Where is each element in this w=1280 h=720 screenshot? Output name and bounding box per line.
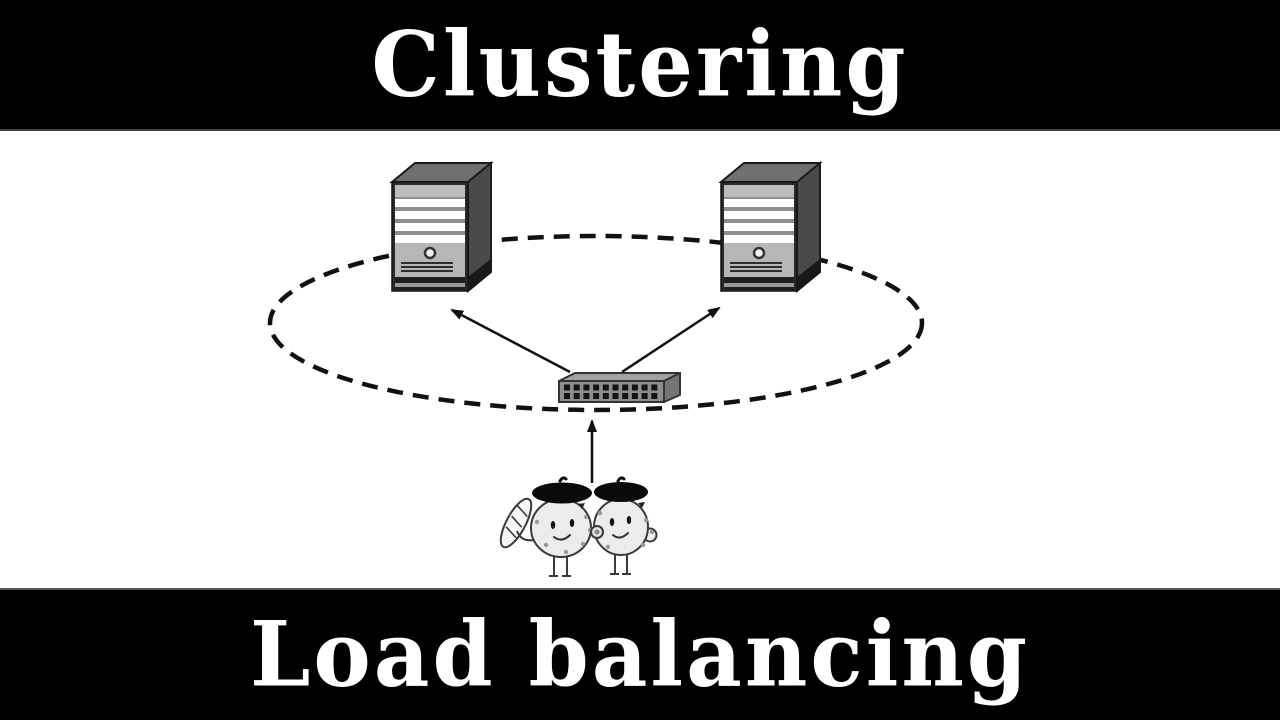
title-load-balancing: Load balancing <box>249 601 1031 708</box>
power-button-icon <box>423 246 437 260</box>
baguette-icon <box>499 497 533 549</box>
smile <box>612 532 629 539</box>
title-clustering: Clustering <box>371 10 909 117</box>
top-banner: Clustering <box>0 0 1280 131</box>
bottom-banner: Load balancing <box>0 588 1280 720</box>
potato-character <box>593 476 658 575</box>
eye <box>609 518 615 526</box>
network-switch-icon <box>558 372 681 403</box>
eye <box>569 519 575 527</box>
switch-ports <box>564 384 658 399</box>
beret-icon <box>594 482 648 502</box>
arrows <box>450 306 721 483</box>
power-button-icon <box>752 246 766 260</box>
server-icon <box>389 160 494 294</box>
cluster-diagram <box>267 160 925 577</box>
arm <box>516 530 535 542</box>
arrow-switch-to-left-server <box>450 308 571 374</box>
smile <box>553 534 571 541</box>
eye <box>626 516 632 524</box>
eye <box>550 521 556 529</box>
potato-character-with-baguette <box>499 476 593 577</box>
cluster-ring-dashed-ellipse <box>267 233 925 413</box>
diagram-canvas <box>0 131 1280 588</box>
beret-icon <box>532 482 592 504</box>
server-icon <box>718 160 823 294</box>
arrow-switch-to-right-server <box>621 306 721 374</box>
face-spots <box>597 510 655 550</box>
